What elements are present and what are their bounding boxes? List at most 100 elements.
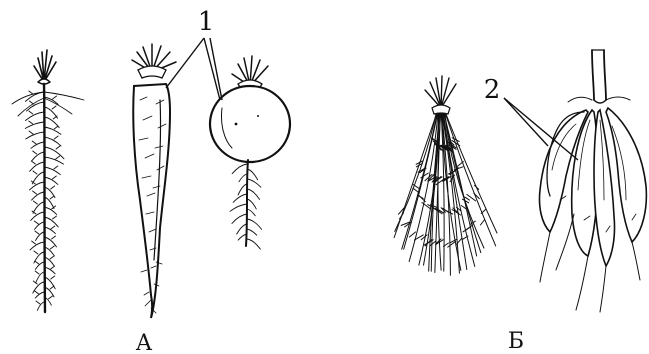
lateral-root <box>247 209 255 216</box>
root-hair <box>51 276 55 279</box>
lateral-root <box>237 224 247 234</box>
lateral-root <box>29 182 44 190</box>
fibrous-root <box>402 114 437 249</box>
lateral-root <box>36 272 44 283</box>
root-hair <box>52 176 56 179</box>
lateral-root <box>247 229 257 235</box>
root-hair <box>51 226 55 229</box>
root-hair <box>36 301 40 304</box>
root-hair <box>29 91 33 94</box>
lateral-root <box>35 292 44 298</box>
lateral-root <box>32 152 44 161</box>
root-branchlet <box>480 220 484 226</box>
root-branchlet <box>409 232 415 237</box>
root-branchlet <box>474 193 480 199</box>
root-branchlet <box>467 194 476 201</box>
root-hair <box>52 106 56 109</box>
root-hair <box>50 196 54 199</box>
lateral-root <box>247 169 258 180</box>
label-1-leader-lines <box>166 38 222 100</box>
root-hair <box>51 186 55 189</box>
lateral-root <box>44 167 60 175</box>
carrot-storage-root-drawing <box>132 44 176 318</box>
lateral-root <box>32 192 44 200</box>
lateral-root <box>247 219 262 229</box>
root-hair <box>56 146 60 149</box>
lateral-root <box>44 217 58 227</box>
root-hair <box>34 251 38 254</box>
lateral-root <box>44 117 59 128</box>
root-hair <box>32 241 36 244</box>
lateral-root <box>25 112 44 120</box>
fibrous-root-system-drawing <box>394 76 497 275</box>
root-hair <box>56 156 60 159</box>
lateral-root <box>35 222 44 229</box>
lateral-root <box>247 239 260 249</box>
root-hair <box>29 131 33 134</box>
root-hair <box>35 291 39 294</box>
root-hair <box>33 201 37 204</box>
lateral-root <box>31 142 44 148</box>
root-hair <box>31 161 35 164</box>
lateral-root <box>44 157 64 164</box>
group-label-b: Б <box>508 329 524 354</box>
lateral-root <box>44 177 58 184</box>
lateral-root <box>44 207 57 214</box>
root-hair <box>34 221 38 224</box>
root-hair <box>53 96 57 99</box>
root-hair <box>29 111 33 114</box>
root-hair <box>35 261 39 264</box>
root-hair <box>51 266 55 269</box>
root-hair <box>50 286 54 289</box>
root-hair <box>29 121 33 124</box>
lateral-root <box>33 282 44 293</box>
root-hair <box>33 151 37 154</box>
lateral-root <box>26 132 44 139</box>
lateral-root <box>232 214 247 223</box>
lateral-root <box>247 179 261 187</box>
root-branchlet <box>447 211 453 214</box>
lateral-root <box>230 204 247 211</box>
root-branchlet <box>466 225 472 230</box>
lateral-root <box>247 189 260 199</box>
label-1: 1 <box>198 7 215 37</box>
lateral-root <box>44 107 57 118</box>
root-hair <box>50 246 54 249</box>
beet-storage-root-drawing <box>210 56 290 249</box>
root-branchlet <box>421 173 428 178</box>
root-hair <box>50 256 54 259</box>
lateral-root <box>36 232 44 240</box>
lateral-root <box>233 194 247 202</box>
lateral-root <box>12 92 44 104</box>
root-tubers-drawing <box>539 50 646 312</box>
lateral-root <box>239 174 247 182</box>
label-2: 2 <box>484 75 501 105</box>
lateral-root <box>35 262 44 269</box>
root-hair <box>52 236 56 239</box>
root-hair <box>48 296 52 299</box>
root-hair <box>35 271 39 274</box>
root-hair <box>53 216 57 219</box>
lateral-root <box>44 137 61 146</box>
root-branchlet <box>400 213 404 219</box>
root-hair <box>54 166 58 169</box>
lateral-root <box>44 237 57 247</box>
root-hair <box>33 171 37 174</box>
lateral-root <box>44 97 58 104</box>
root-hair <box>54 136 58 139</box>
root-branchlet <box>465 197 470 200</box>
root-hair <box>54 126 58 129</box>
lateral-root <box>25 122 44 128</box>
lateral-root <box>238 184 247 195</box>
root-hair <box>35 231 39 234</box>
group-label-a: А <box>136 331 153 354</box>
taproot-system-drawing <box>12 50 84 312</box>
lateral-root <box>232 164 247 174</box>
lateral-root <box>30 162 44 171</box>
fibrous-root <box>446 114 497 233</box>
lateral-root <box>33 202 44 213</box>
lateral-root <box>247 199 256 209</box>
lateral-root <box>30 242 44 250</box>
root-hair <box>32 141 36 144</box>
